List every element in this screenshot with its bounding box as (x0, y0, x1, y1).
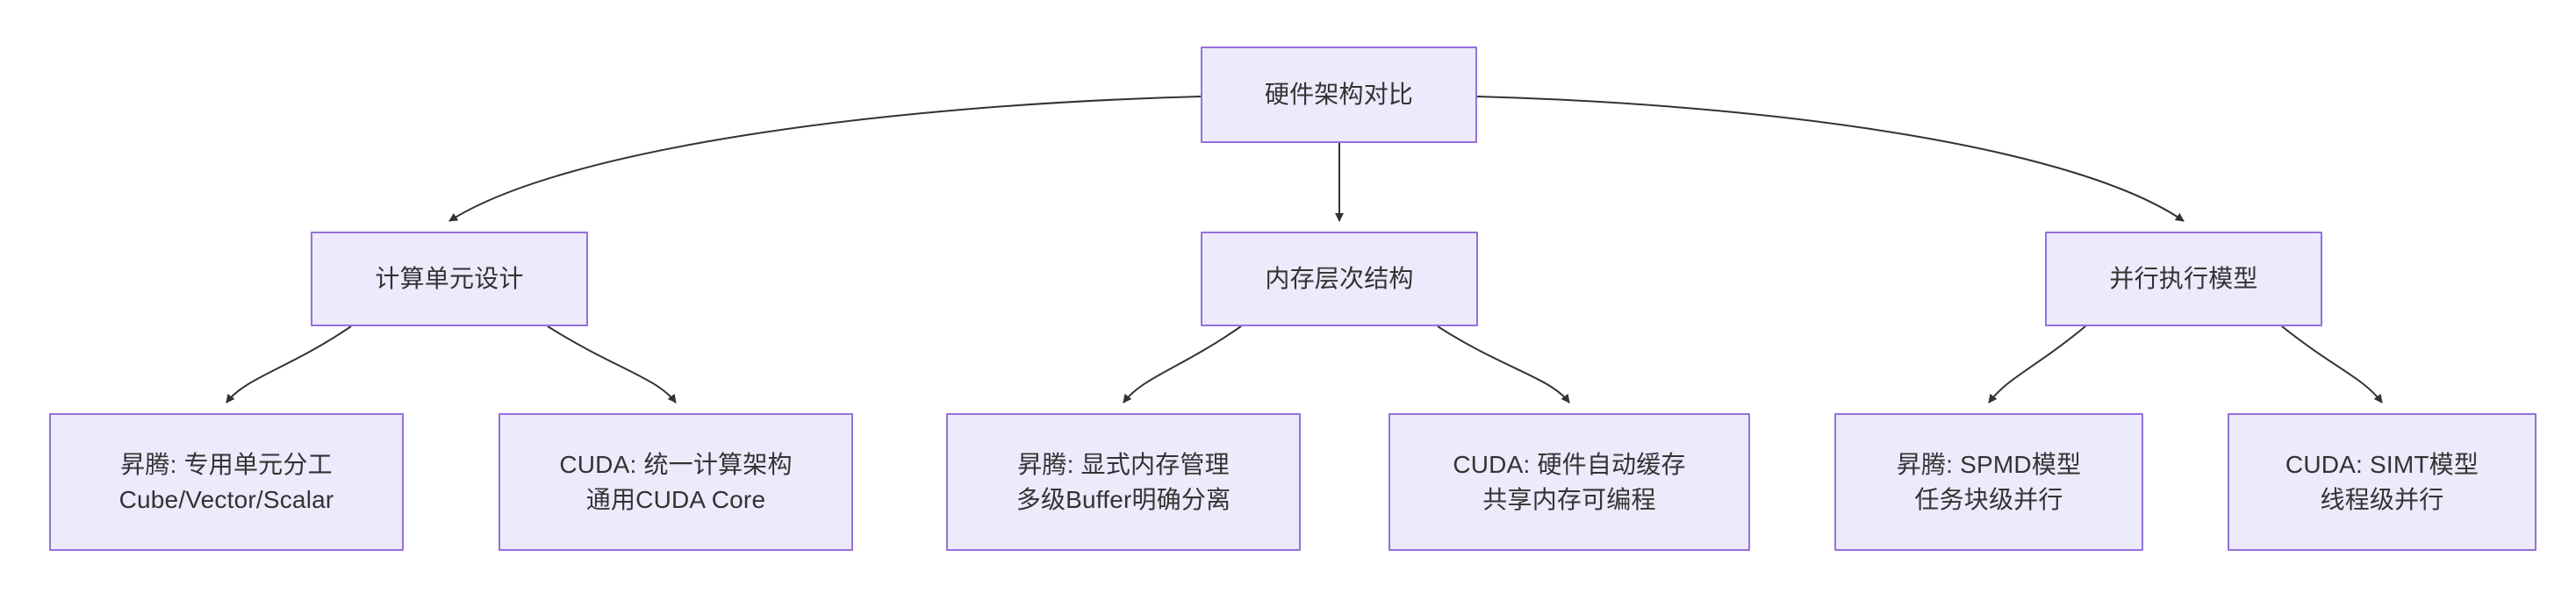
flow-node-leaf4[interactable]: CUDA: 硬件自动缓存 共享内存可编程 (1388, 413, 1750, 551)
flow-node-leaf1[interactable]: 昇腾: 专用单元分工 Cube/Vector/Scalar (49, 413, 404, 551)
flow-edge (547, 325, 677, 404)
flow-node-label: CUDA: SIMT模型 线程级并行 (2285, 450, 2479, 513)
flow-node-root[interactable]: 硬件架构对比 (1201, 46, 1477, 143)
flow-node-branch1[interactable]: 计算单元设计 (311, 232, 588, 326)
flow-edge (1988, 325, 2086, 404)
flow-node-label: CUDA: 硬件自动缓存 共享内存可编程 (1453, 450, 1686, 513)
flow-edge (1437, 325, 1570, 404)
flow-node-leaf5[interactable]: 昇腾: SPMD模型 任务块级并行 (1834, 413, 2143, 551)
flow-node-label: 昇腾: 显式内存管理 多级Buffer明确分离 (1015, 450, 1231, 513)
flow-node-label: CUDA: 统一计算架构 通用CUDA Core (559, 450, 793, 513)
flow-node-leaf6[interactable]: CUDA: SIMT模型 线程级并行 (2228, 413, 2537, 551)
flow-node-leaf2[interactable]: CUDA: 统一计算架构 通用CUDA Core (499, 413, 853, 551)
flow-node-label: 昇腾: SPMD模型 任务块级并行 (1896, 450, 2082, 513)
flow-node-label: 硬件架构对比 (1264, 81, 1414, 109)
flow-node-label: 计算单元设计 (375, 265, 524, 293)
flow-node-label: 并行执行模型 (2109, 265, 2258, 293)
flow-edge (1123, 325, 1242, 404)
flow-node-branch2[interactable]: 内存层次结构 (1201, 232, 1478, 326)
flow-edge (1476, 96, 2185, 222)
flow-node-branch3[interactable]: 并行执行模型 (2045, 232, 2322, 326)
flow-node-label: 昇腾: 专用单元分工 Cube/Vector/Scalar (118, 450, 334, 513)
flow-edge (226, 325, 352, 404)
flow-node-label: 内存层次结构 (1265, 265, 1414, 293)
flow-edge (448, 96, 1202, 222)
flow-edge (2281, 325, 2383, 404)
flow-node-leaf3[interactable]: 昇腾: 显式内存管理 多级Buffer明确分离 (946, 413, 1301, 551)
